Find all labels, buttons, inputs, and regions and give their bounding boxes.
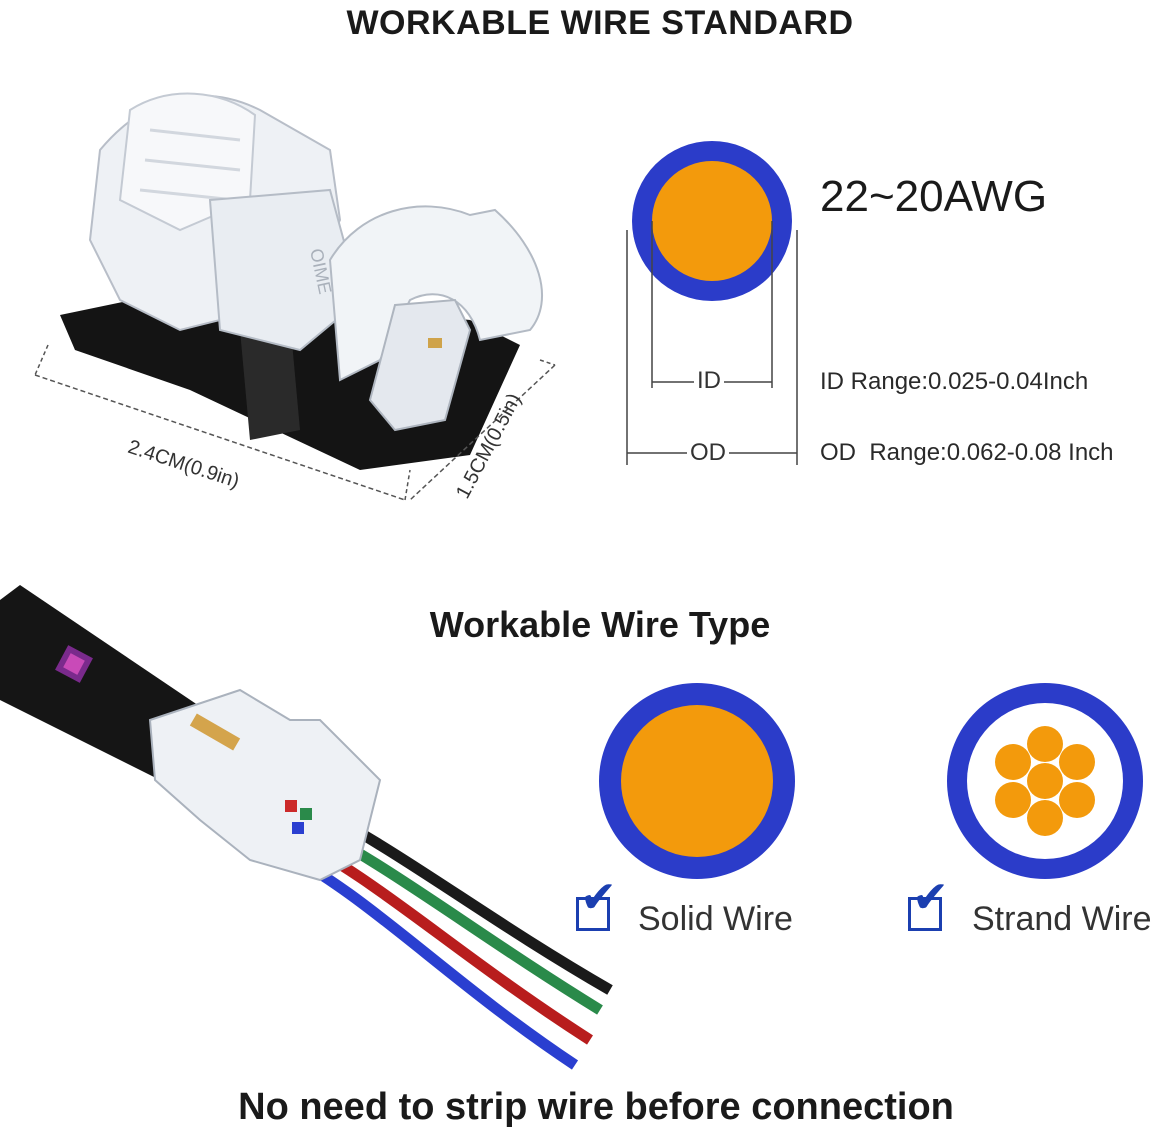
od-range-text: OD Range:0.062-0.08 Inch xyxy=(820,439,1114,466)
wire-type-title: Workable Wire Type xyxy=(429,604,771,645)
id-dimension-label: ID xyxy=(694,367,724,395)
connector-illustration: OIME xyxy=(34,92,556,501)
strand-wire-label: Strand Wire xyxy=(972,900,1152,938)
od-dimension-label: OD xyxy=(687,439,729,467)
led-strip-illustration xyxy=(0,585,613,1070)
solid-wire-label: Solid Wire xyxy=(638,900,793,938)
check-icon: ✔ xyxy=(912,873,949,922)
strand-wire-icon xyxy=(947,683,1143,879)
solid-wire-icon xyxy=(599,683,795,879)
check-icon: ✔ xyxy=(580,873,617,922)
bottom-caption: No need to strip wire before connection xyxy=(238,1086,954,1128)
solid-wire-checkbox xyxy=(576,897,610,931)
main-title: WORKABLE WIRE STANDARD xyxy=(346,4,854,42)
awg-label: 22~20AWG xyxy=(820,172,1048,221)
gauge-diagram xyxy=(626,141,798,465)
strand-wire-checkbox xyxy=(908,897,942,931)
id-range-text: ID Range:0.025-0.04Inch xyxy=(820,368,1089,395)
